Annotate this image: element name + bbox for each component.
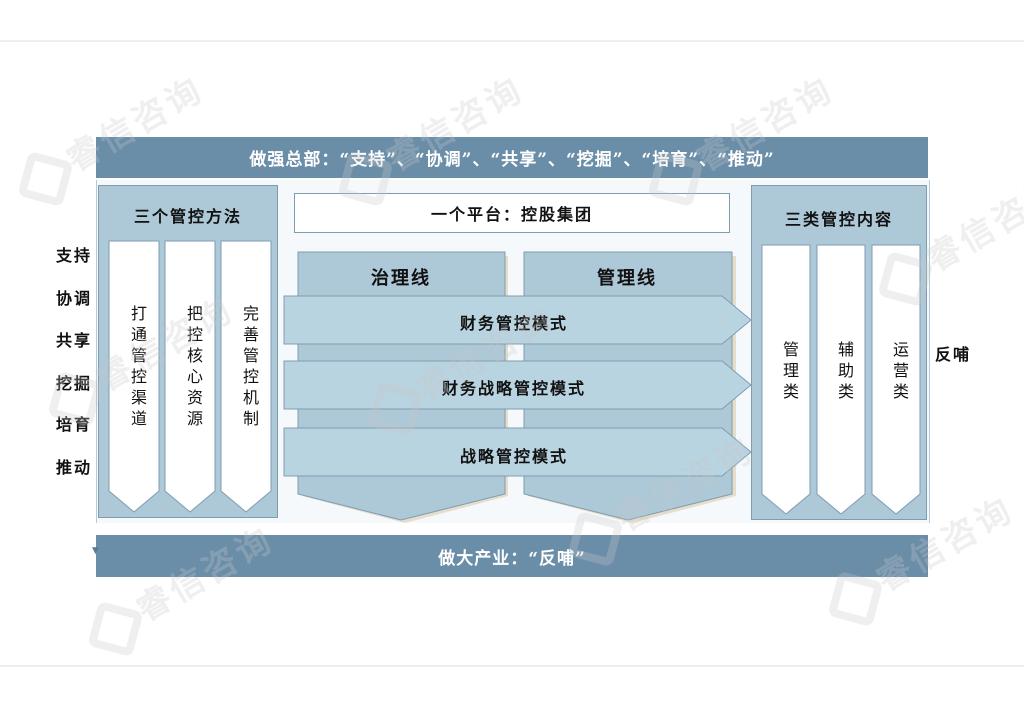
content-item-2: 辅助类 [835,341,854,404]
bottom-banner-text: 做大产业：“反哺” [438,548,586,569]
method-chevron-2 [164,240,216,513]
management-line-title: 管理线 [597,268,657,289]
mode-arrow-2 [283,360,752,410]
method-item-3: 完善管控机制 [240,305,259,431]
mode-arrow-1 [283,295,752,345]
left-label-cultivate: 培育 [56,415,93,434]
method-chevron-1 [108,240,160,513]
left-label-share: 共享 [56,331,93,350]
mode-label-2: 财务战略管控模式 [441,379,586,398]
top-banner-text: 做强总部：“支持”、“协调”、“共享”、“挖掘”、“培育”、“推动” [249,150,775,170]
content-item-1: 管理类 [780,341,799,404]
governance-line-title: 治理线 [371,268,431,289]
method-item-1: 打通管控渠道 [128,305,147,431]
content-chevron-3 [871,244,921,515]
mode-arrow-3 [283,427,752,477]
left-panel-title: 三个管控方法 [133,207,242,226]
content-chevron-1 [761,244,811,515]
method-item-2: 把控核心资源 [184,305,203,431]
right-label-feedback: 反哺 [935,345,972,364]
right-panel-title: 三类管控内容 [784,210,893,229]
left-label-coordinate: 协调 [56,289,93,308]
mode-label-3: 战略管控模式 [459,447,568,466]
method-chevron-3 [220,240,272,513]
content-item-3: 运营类 [890,341,909,404]
mode-label-1: 财务管控模式 [459,314,568,333]
platform-text: 一个平台：控股集团 [430,205,593,224]
left-label-explore: 挖掘 [56,374,93,393]
top-banner: 做强总部：“支持”、“协调”、“共享”、“挖掘”、“培育”、“推动” [96,137,928,178]
top-divider-line [0,40,1024,42]
left-label-support: 支持 [56,246,93,265]
platform-box: 一个平台：控股集团 [294,193,730,233]
bottom-divider-line [0,665,1024,667]
small-triangle-marker: ▼ [92,546,99,556]
bottom-banner: 做大产业：“反哺” [96,535,928,577]
content-chevron-2 [816,244,866,515]
left-label-promote: 推动 [56,458,93,477]
